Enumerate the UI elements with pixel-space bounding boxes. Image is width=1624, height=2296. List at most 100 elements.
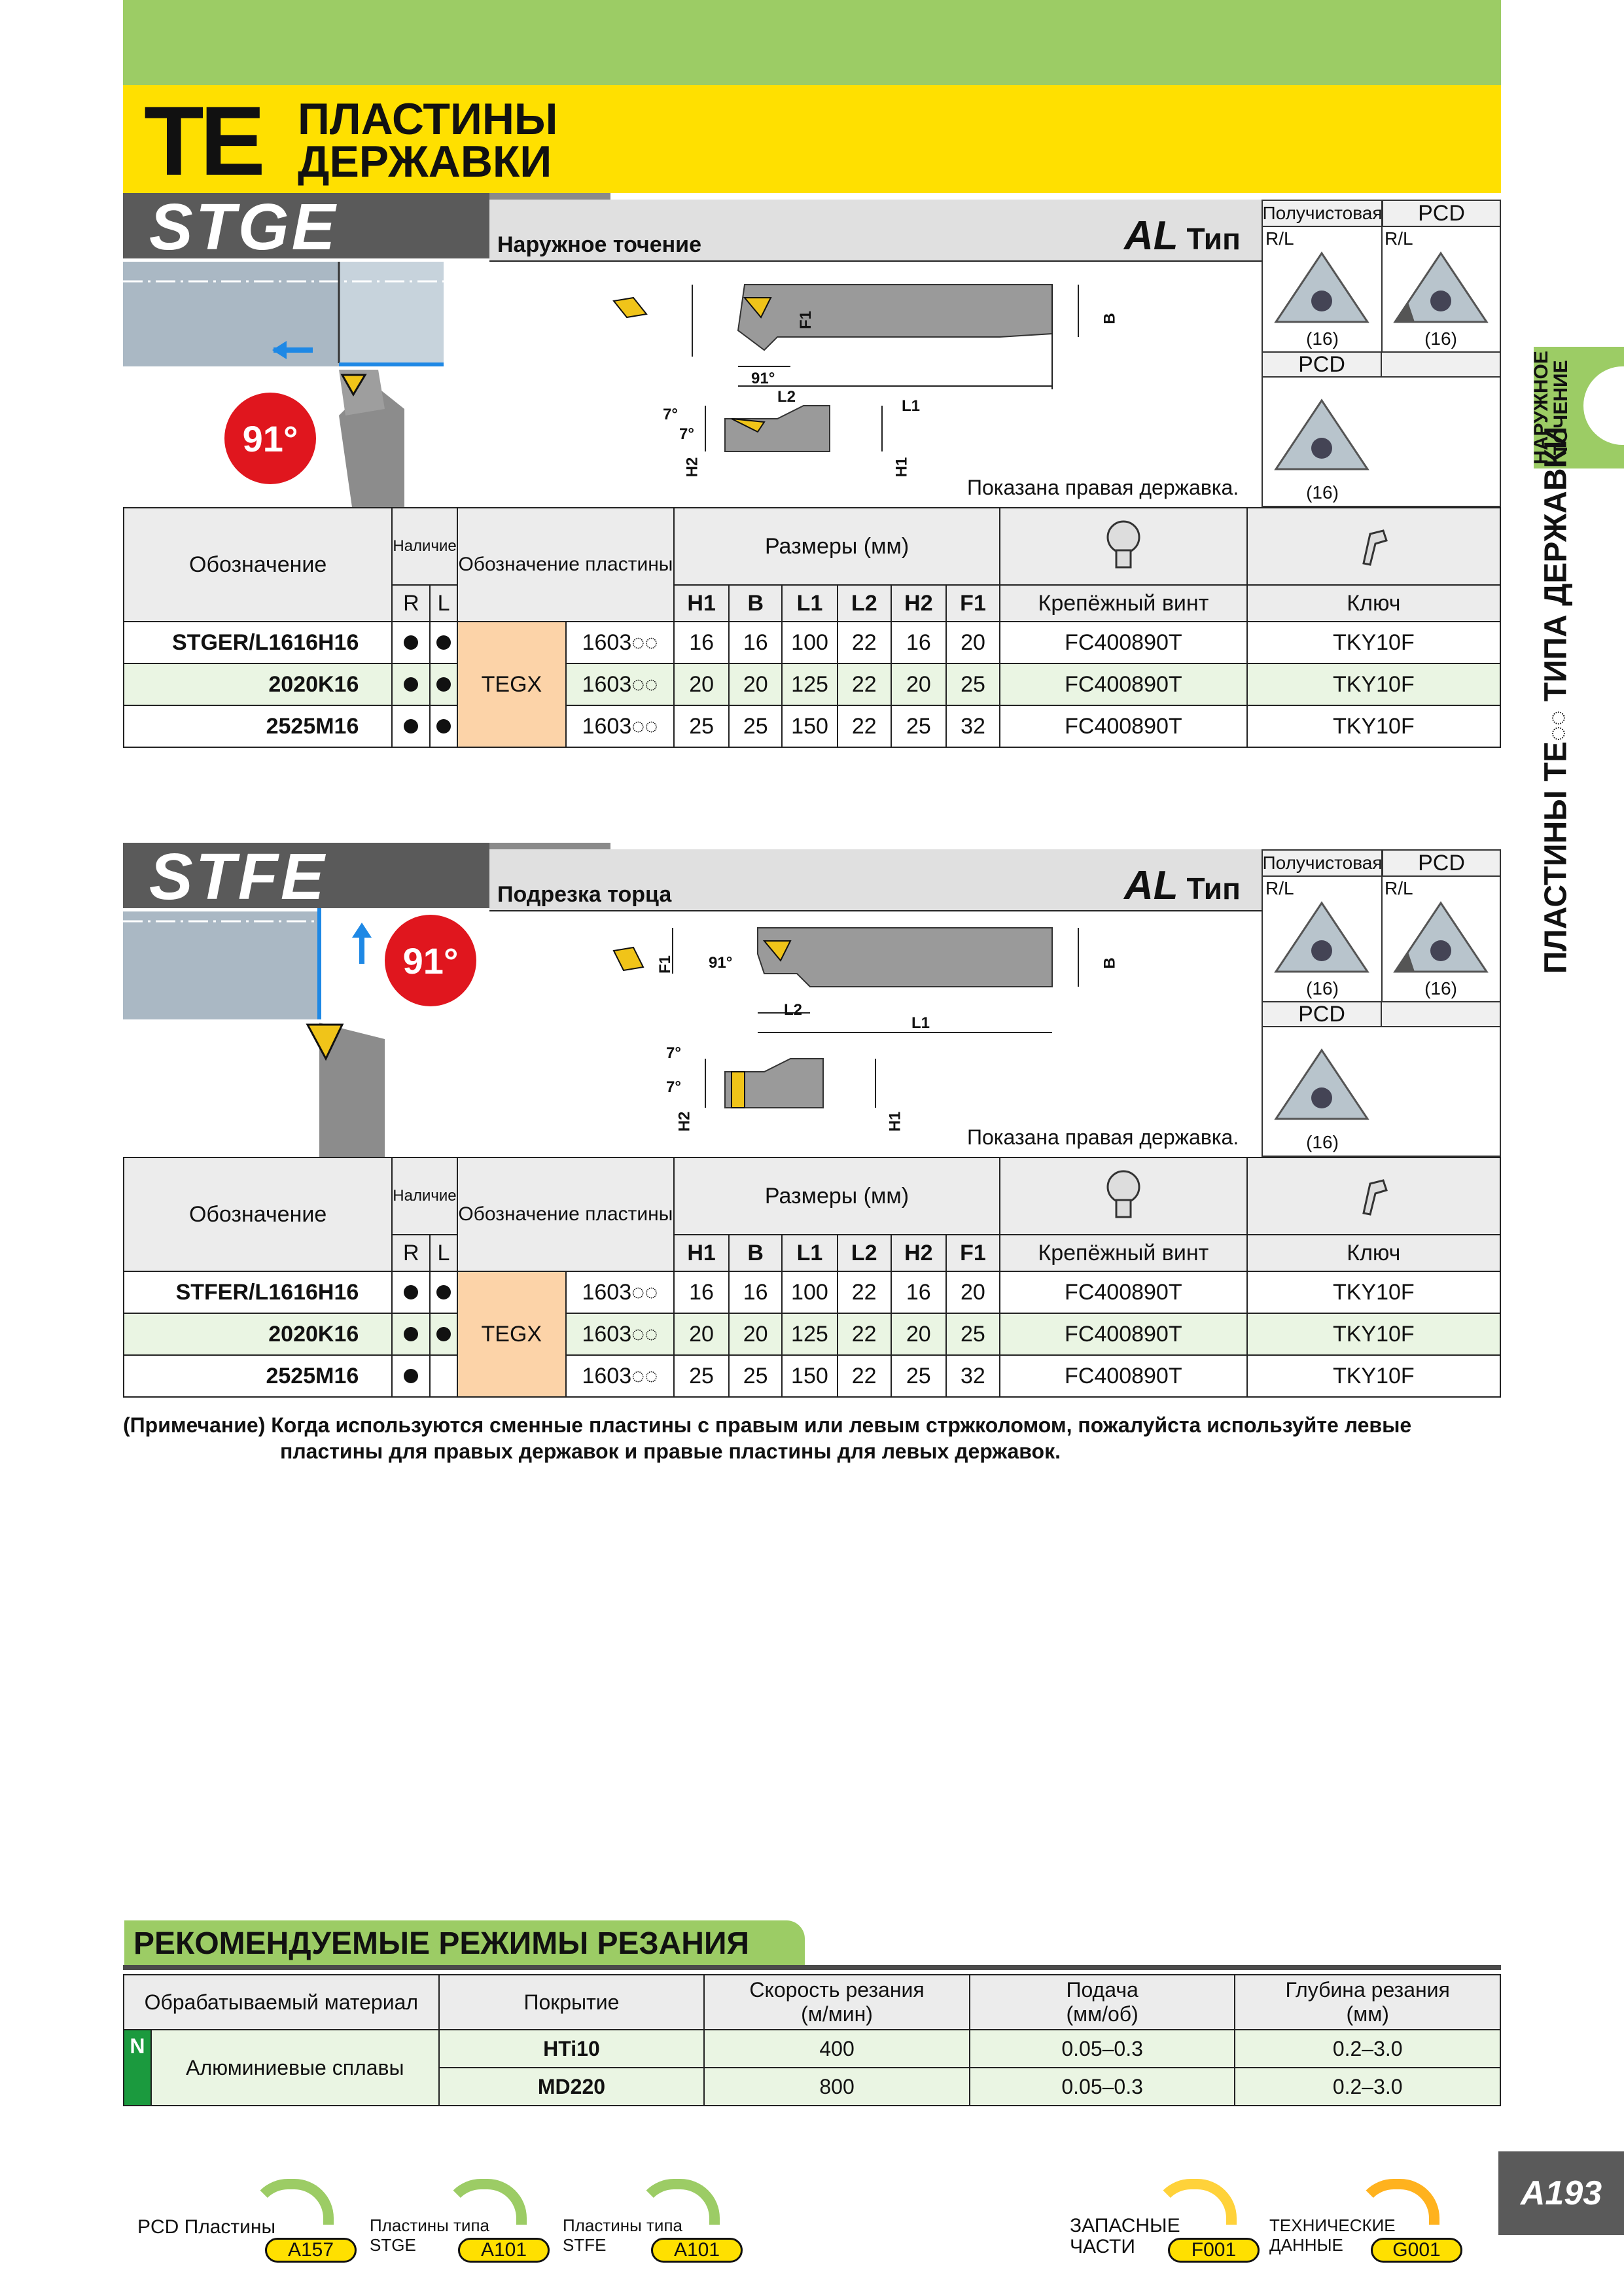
cell: 25	[890, 705, 947, 748]
table-row[interactable]: 2020K16 1603◌◌ 20 20 125 22 20 25 FC4008…	[122, 663, 1502, 706]
link-a101-stge[interactable]: A101	[458, 2238, 550, 2263]
operation-title: Подрезка торца	[497, 882, 672, 907]
spec-table-stge: Обозначение Наличие Обозначение пластины…	[122, 507, 1502, 748]
dim-h2: H2	[683, 457, 701, 478]
key-code: TKY10F	[1246, 621, 1502, 664]
dim-h1: H1	[892, 457, 911, 478]
insert-code: 1603◌◌	[565, 1313, 675, 1356]
table-row[interactable]: 2020K16 1603◌◌ 20 20 125 22 20 25 FC4008…	[122, 1313, 1502, 1356]
table-row[interactable]: STFER/L1616H16 TEGX 1603◌◌ 16 16 100 22 …	[122, 1271, 1502, 1398]
cell: 16	[673, 621, 730, 664]
h-key: Ключ	[1246, 1234, 1502, 1272]
table-row[interactable]: N Алюминиевые сплавы HTi10 400 0.05–0.3 …	[123, 2029, 1501, 2106]
dim-7b: 7°	[679, 425, 694, 443]
table-row[interactable]: STGER/L1616H16 TEGX 1603◌◌ 16 16 100 22 …	[122, 621, 1502, 748]
link-g001[interactable]: G001	[1371, 2238, 1462, 2263]
cell: 22	[836, 621, 892, 664]
insert-type: TEGX	[456, 1271, 567, 1398]
cell: 20	[945, 1271, 1000, 1314]
h-r: R	[391, 1234, 431, 1272]
cell: 150	[781, 705, 838, 748]
insert-semi-image	[1274, 901, 1369, 973]
avail-r	[391, 663, 431, 706]
col-h1: H1	[673, 1234, 730, 1272]
h-key-icon	[1246, 1157, 1502, 1235]
col-f1: F1	[945, 1234, 1000, 1272]
key-icon	[1362, 1178, 1388, 1216]
title-line1: ПЛАСТИНЫ	[298, 94, 558, 144]
h-key-icon	[1246, 507, 1502, 586]
key-code: TKY10F	[1246, 1271, 1502, 1314]
key-code: TKY10F	[1246, 1313, 1502, 1356]
cell: 22	[836, 705, 892, 748]
op-bar	[489, 200, 1262, 262]
avail-r	[391, 1313, 431, 1356]
screw-code: FC400890T	[999, 663, 1248, 706]
cell: 16	[890, 621, 947, 664]
link-a101-stfe[interactable]: A101	[651, 2238, 743, 2263]
key-code: TKY10F	[1246, 1354, 1502, 1398]
cell: 22	[836, 663, 892, 706]
cell: 20	[728, 1313, 783, 1356]
cell: 25	[673, 705, 730, 748]
link-a157[interactable]: A157	[265, 2238, 357, 2263]
cell: 25	[728, 705, 783, 748]
insert-empty	[1382, 351, 1500, 378]
avail-r	[391, 1354, 431, 1398]
op-bar	[489, 849, 1262, 911]
insert-semi-image	[1274, 251, 1369, 323]
rec-table: Обрабатываемый материал Покрытие Скорост…	[123, 1974, 1501, 2106]
cell: 32	[945, 705, 1001, 748]
cell: 25	[728, 1354, 783, 1398]
h-r: R	[391, 584, 431, 622]
angle-badge: 91°	[402, 940, 459, 981]
insert-divider	[1381, 201, 1383, 351]
arrow-icon	[635, 2179, 720, 2225]
dim-l2: L2	[784, 1001, 803, 1019]
insert-type: TEGX	[456, 621, 567, 748]
table-row[interactable]: 2525M16 1603◌◌ 25 25 150 22 25 32 FC4008…	[122, 705, 1502, 748]
link-f001[interactable]: F001	[1168, 2238, 1260, 2263]
row-name: 2020K16	[122, 1313, 393, 1356]
avail-r	[391, 621, 431, 664]
feed: 0.05–0.3	[968, 2067, 1236, 2106]
note-line2: пластины для правых державок и правые пл…	[280, 1439, 1061, 1463]
dim-91: 91°	[751, 370, 775, 387]
screw-icon	[1106, 520, 1140, 568]
insert-rl2: R/L	[1385, 878, 1413, 898]
cell: 20	[945, 621, 1001, 664]
insert-code: 1603◌◌	[565, 663, 675, 706]
col-l1: L1	[781, 1234, 838, 1272]
avail-l	[429, 705, 458, 748]
angle-badge: 91°	[242, 417, 298, 459]
avail-r	[391, 1271, 431, 1314]
table-row[interactable]: 2525M16 1603◌◌ 25 25 150 22 25 32 FC4008…	[122, 1354, 1502, 1398]
speed: 800	[703, 2067, 970, 2106]
cell: 25	[945, 1313, 1000, 1356]
h-avail: Наличие	[391, 1157, 458, 1235]
insert-pcd-image	[1393, 251, 1489, 323]
arrow-icon	[1152, 2179, 1237, 2225]
key-icon	[1362, 529, 1388, 566]
h-screw: Крепёжный винт	[999, 584, 1248, 622]
title-te: TE	[144, 86, 266, 196]
h-dims: Размеры (мм)	[673, 507, 1001, 586]
dim-l2: L2	[777, 388, 796, 406]
material: Алюминиевые сплавы	[150, 2029, 440, 2106]
avail-l	[429, 663, 458, 706]
screw-code: FC400890T	[999, 621, 1248, 664]
h-key: Ключ	[1246, 584, 1502, 622]
insert-pcd2-label: PCD	[1263, 351, 1382, 378]
al-type: AL Тип	[1124, 213, 1241, 258]
cell: 32	[945, 1354, 1000, 1398]
top-green-band	[123, 0, 1501, 85]
note-line1: Когда используются сменные пластины с пр…	[271, 1413, 1412, 1437]
operation-illustration	[123, 258, 489, 507]
insert-empty	[1382, 1001, 1500, 1027]
h-material: Обрабатываемый материал	[123, 1974, 440, 2030]
insert-semi-label: Получистовая	[1262, 201, 1383, 227]
screw-code: FC400890T	[998, 1354, 1248, 1398]
insert-pcd-image	[1393, 901, 1489, 973]
avail-l	[429, 1271, 458, 1314]
